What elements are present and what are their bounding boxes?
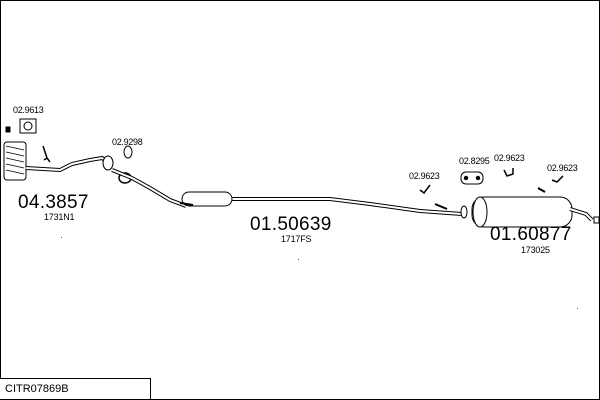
front-pipe-drawing xyxy=(3,126,114,181)
part-number-front: 04.3857 xyxy=(18,192,89,213)
accessory-label-ring: 02.9298 xyxy=(112,137,143,147)
part-subcode-rear: 173025 xyxy=(521,245,550,255)
rear-hanger-left xyxy=(434,203,448,210)
rubber-mount-c xyxy=(551,175,564,183)
sealing-ring-drawing xyxy=(123,145,133,159)
part-subcode-front: 1731N1 xyxy=(44,212,75,222)
part-number-rear: 01.60877 xyxy=(490,224,572,245)
kit-code-box: CITR07869B xyxy=(0,378,151,399)
part-subcode-middle: 1717FS xyxy=(281,234,312,244)
rear-hanger-right xyxy=(537,187,546,193)
marker-dot xyxy=(577,308,578,309)
part-number-middle: 01.50639 xyxy=(250,214,332,235)
accessory-label-mount-c: 02.9623 xyxy=(547,163,578,173)
front-hanger-clip xyxy=(42,145,51,163)
middle-pipe-drawing xyxy=(111,168,463,216)
rubber-mount-a xyxy=(419,184,431,195)
accessory-label-mount-b: 02.9623 xyxy=(494,153,525,163)
kit-code: CITR07869B xyxy=(5,383,69,395)
middle-hanger xyxy=(179,202,194,206)
accessory-label-mount-a: 02.9623 xyxy=(409,171,440,181)
marker-dot xyxy=(298,259,299,260)
rubber-hanger-8295 xyxy=(460,171,484,185)
accessory-label-gasket: 02.9613 xyxy=(13,105,44,115)
marker-dot xyxy=(61,237,62,238)
accessory-label-hanger: 02.8295 xyxy=(459,156,490,166)
gasket-drawing xyxy=(19,118,37,134)
middle-silencer-body xyxy=(181,191,233,207)
rubber-mount-b xyxy=(503,168,514,177)
rear-silencer-drawing xyxy=(460,196,600,228)
